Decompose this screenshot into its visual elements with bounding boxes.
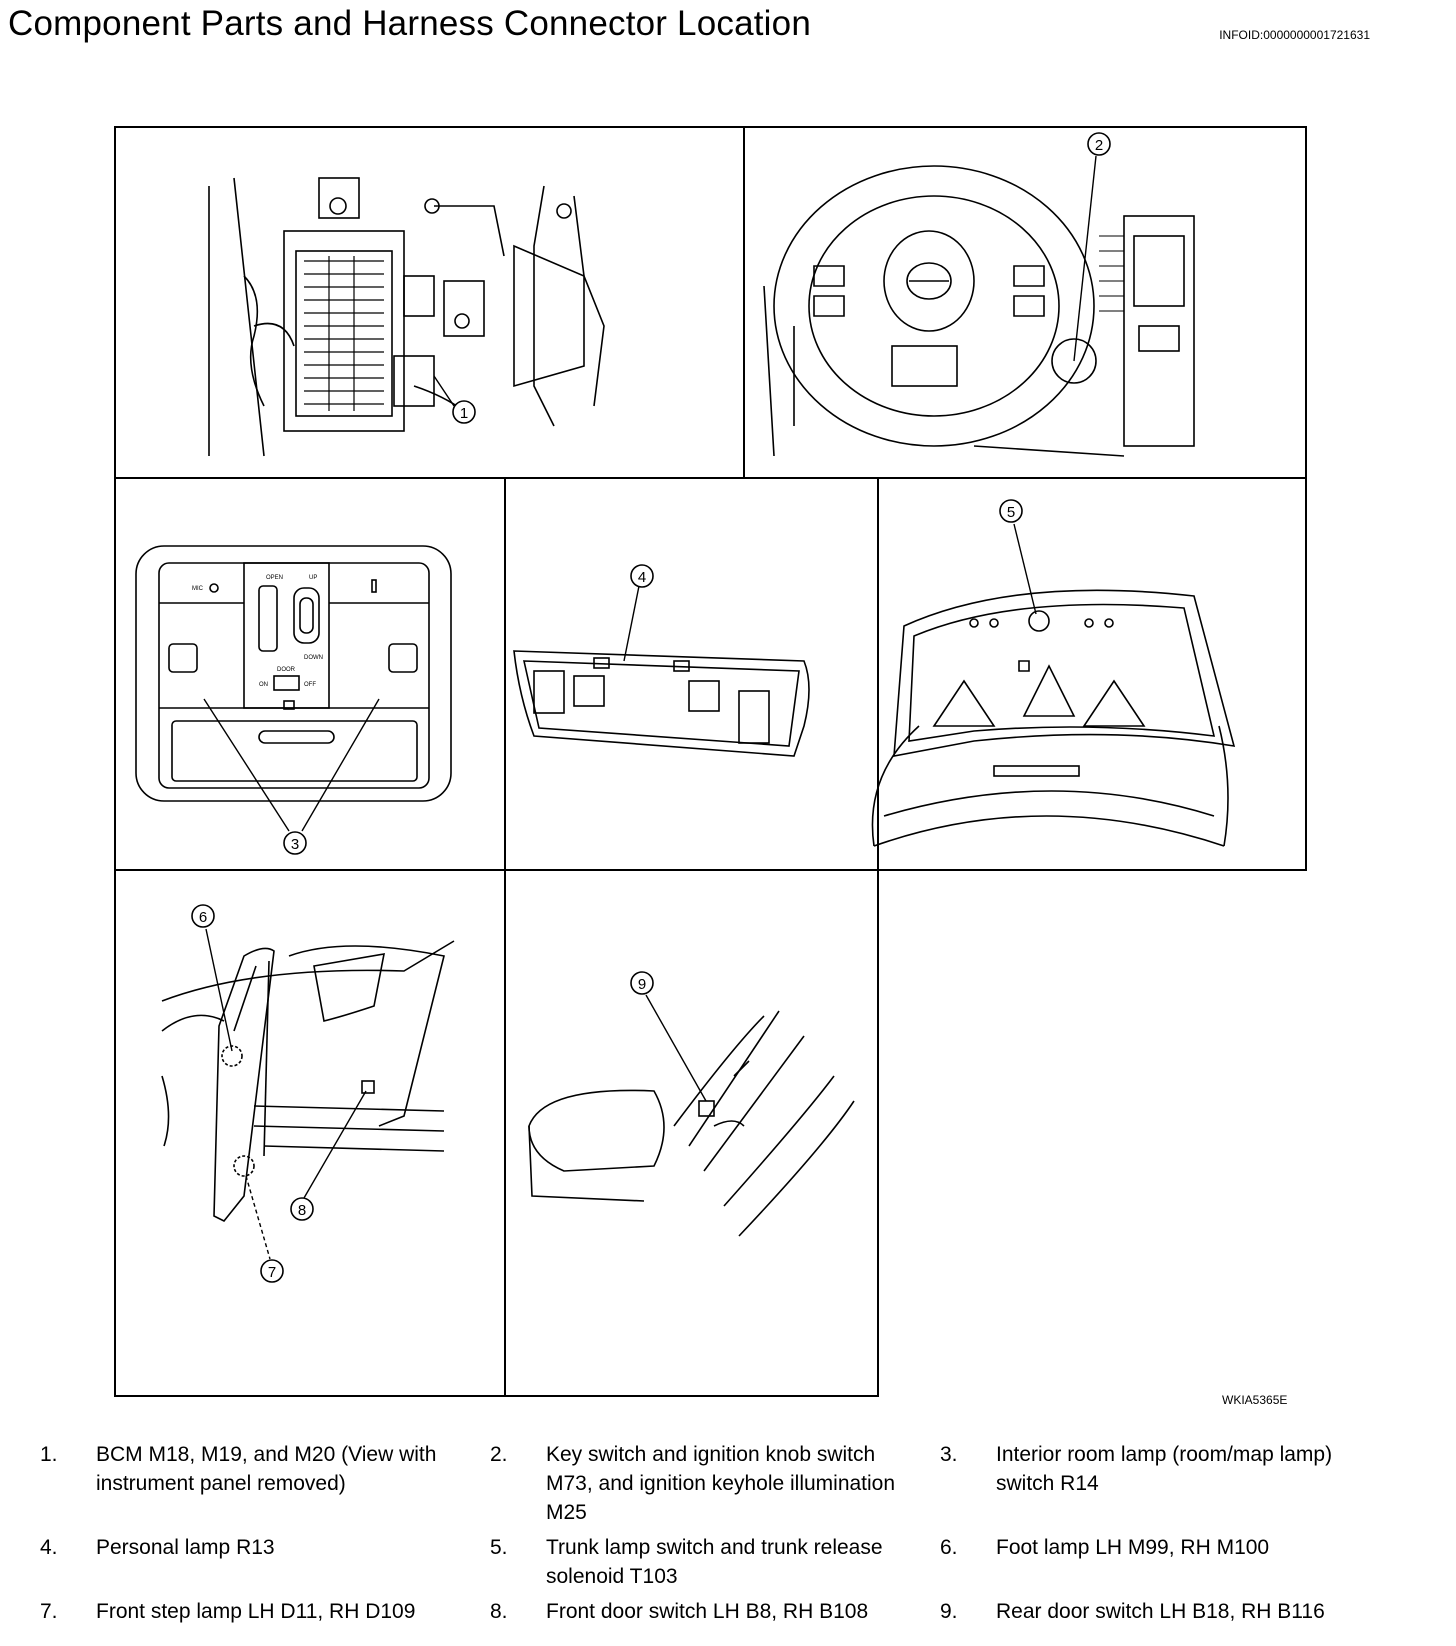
callout-6-label: 6	[199, 909, 207, 926]
legend-text: Rear door switch LH B18, RH B116	[996, 1600, 1325, 1623]
legend-number: 8.	[490, 1600, 508, 1623]
legend-text: Foot lamp LH M99, RH M100	[996, 1536, 1270, 1559]
callout-7: 7	[245, 1175, 284, 1283]
legend-number: 1.	[40, 1443, 58, 1466]
legend-text: BCM M18, M19, and M20 (View with instrum…	[96, 1443, 437, 1495]
callout-8-label: 8	[298, 1202, 306, 1219]
overhead-console-labels: MIC OPEN UP DOWN DOOR ON OFF	[192, 575, 323, 688]
legend-text: Personal lamp R13	[96, 1536, 275, 1559]
legend-text: Front door switch LH B8, RH B108	[546, 1600, 869, 1623]
component-location-figure: 1 2	[114, 126, 1307, 1397]
legend-number: 6.	[940, 1536, 958, 1559]
legend-text: Front step lamp LH D11, RH D109	[96, 1600, 416, 1623]
legend-item: 9. Rear door switch LH B18, RH B116	[940, 1597, 1390, 1626]
overhead-console-illustration	[135, 545, 452, 802]
legend: 1. BCM M18, M19, and M20 (View with inst…	[40, 1440, 1420, 1632]
legend-number: 7.	[40, 1600, 58, 1623]
rear-door-illustration	[528, 1010, 855, 1237]
legend-text: Trunk lamp switch and trunk release sole…	[546, 1536, 883, 1588]
info-id: INFOID:0000000001721631	[1219, 28, 1370, 42]
legend-item: 5. Trunk lamp switch and trunk release s…	[490, 1533, 940, 1591]
callout-5-label: 5	[1007, 504, 1015, 521]
up-label: UP	[309, 575, 317, 581]
callout-1: 1	[433, 375, 476, 424]
legend-number: 4.	[40, 1536, 58, 1559]
callout-9-label: 9	[638, 976, 646, 993]
legend-item: 8. Front door switch LH B8, RH B108	[490, 1597, 940, 1626]
steering-wheel-illustration	[763, 165, 1195, 457]
legend-item: 4. Personal lamp R13	[40, 1533, 490, 1591]
callout-4-label: 4	[638, 569, 646, 586]
callout-3: 3	[203, 698, 380, 855]
panel-grid	[114, 126, 1307, 1397]
callout-7-label: 7	[268, 1264, 276, 1281]
legend-item: 7. Front step lamp LH D11, RH D109	[40, 1597, 490, 1626]
trunk-lid-illustration	[871, 589, 1236, 847]
callout-2: 2	[1073, 132, 1111, 362]
legend-item: 1. BCM M18, M19, and M20 (View with inst…	[40, 1440, 490, 1527]
legend-number: 5.	[490, 1536, 508, 1559]
callout-8: 8	[290, 1090, 367, 1221]
mic-label: MIC	[192, 586, 204, 592]
legend-row: 4. Personal lamp R13 5. Trunk lamp switc…	[40, 1533, 1420, 1591]
legend-row: 1. BCM M18, M19, and M20 (View with inst…	[40, 1440, 1420, 1527]
bcm-illustration	[208, 177, 605, 457]
legend-item: 2. Key switch and ignition knob switch M…	[490, 1440, 940, 1527]
legend-number: 9.	[940, 1600, 958, 1623]
personal-lamp-illustration	[513, 650, 810, 757]
front-door-illustration	[161, 940, 455, 1223]
legend-row: 7. Front step lamp LH D11, RH D109 8. Fr…	[40, 1597, 1420, 1626]
callout-2-label: 2	[1095, 137, 1103, 154]
callout-6: 6	[191, 904, 233, 1052]
figure-code: WKIA5365E	[1222, 1393, 1288, 1407]
open-label: OPEN	[266, 575, 283, 581]
callout-4: 4	[623, 564, 654, 662]
callout-3-label: 3	[291, 836, 299, 853]
door-label: DOOR	[277, 667, 296, 673]
legend-number: 3.	[940, 1443, 958, 1466]
legend-item: 6. Foot lamp LH M99, RH M100	[940, 1533, 1390, 1591]
callout-9: 9	[630, 971, 707, 1102]
on-label: ON	[259, 682, 268, 688]
legend-number: 2.	[490, 1443, 508, 1466]
legend-text: Key switch and ignition knob switch M73,…	[546, 1443, 896, 1524]
legend-text: Interior room lamp (room/map lamp) switc…	[996, 1443, 1333, 1495]
off-label: OFF	[304, 682, 316, 688]
down-label: DOWN	[304, 655, 323, 661]
legend-item: 3. Interior room lamp (room/map lamp) sw…	[940, 1440, 1390, 1527]
callout-1-label: 1	[460, 405, 468, 422]
page-title: Component Parts and Harness Connector Lo…	[8, 4, 811, 43]
callout-5: 5	[999, 499, 1037, 615]
